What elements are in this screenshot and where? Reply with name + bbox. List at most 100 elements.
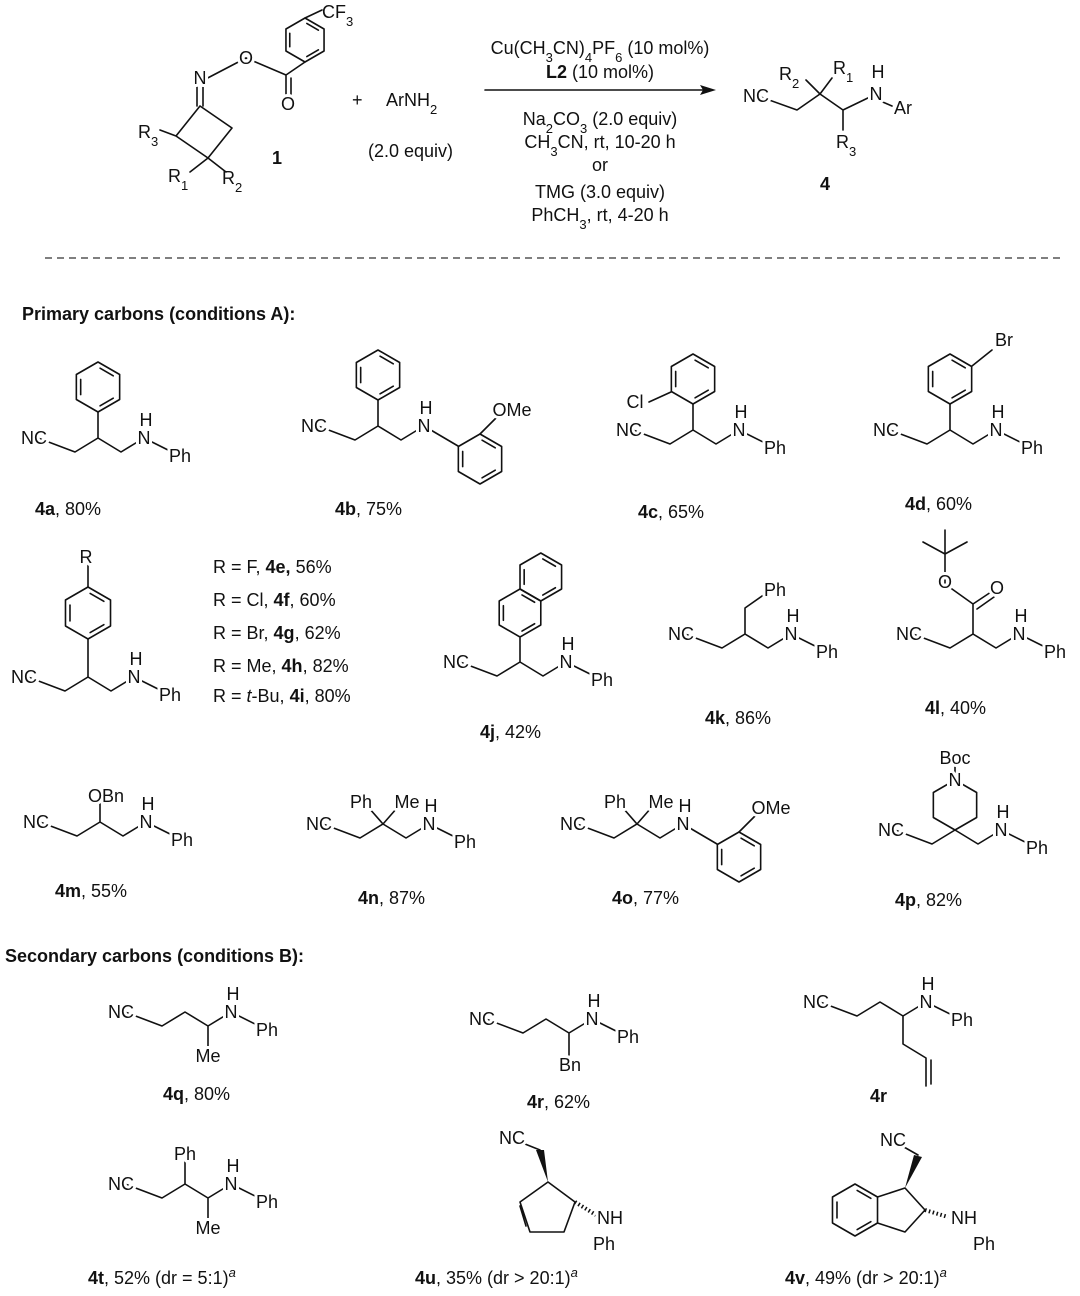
atom-label: H [227, 1156, 240, 1176]
bond [485, 1018, 625, 1056]
aromatic-double-bond [856, 1220, 872, 1231]
atom-label: Ph [604, 792, 626, 812]
bond [576, 807, 756, 845]
arrow-head-icon [700, 85, 716, 95]
condition-base-b: TMG (3.0 equiv) [535, 182, 665, 202]
atom-label: NC [11, 667, 37, 687]
ring-bonds [64, 586, 112, 640]
section-secondary: Secondary carbons (conditions B): [5, 946, 304, 966]
aromatic-double-bond [306, 49, 320, 58]
atom-label: N [423, 814, 436, 834]
condition-solvent-a: CH3CN, rt, 10-20 h [524, 132, 675, 159]
atom-label: Ph [454, 832, 476, 852]
atom-label: N [733, 420, 746, 440]
atom-label: Ph [256, 1020, 278, 1040]
double-bond [196, 85, 204, 107]
bond [514, 1139, 576, 1233]
atom-label: Ph [764, 580, 786, 600]
atom-label: O [281, 94, 295, 114]
naphthalene-ring [519, 552, 563, 602]
r-list-item: R = F, 4e, 56% [213, 557, 332, 577]
atom-label: Ph [816, 642, 838, 662]
atom-label: H [425, 796, 438, 816]
aromatic-double-bond [89, 623, 105, 634]
aromatic-double-bond [951, 359, 967, 369]
atom-label: H [1015, 606, 1028, 626]
atom-label: Ph [159, 685, 181, 705]
atom-label: Br [995, 330, 1013, 350]
wedge-bond [905, 1155, 922, 1188]
r1-label: R1 [833, 58, 853, 85]
compound-label: 4v, 49% (dr > 20:1)a [785, 1265, 947, 1289]
ring-bonds [831, 1183, 879, 1237]
atom-label: NC [108, 1002, 134, 1022]
compound-label: 4k, 86% [705, 708, 771, 728]
aromatic-double-bond [89, 592, 105, 603]
bond [912, 529, 1052, 651]
wedge-bond [536, 1150, 548, 1182]
plus-sign: + [352, 90, 363, 110]
atom-label: OMe [751, 798, 790, 818]
r1-label: R1 [168, 166, 188, 193]
atom-label: Ph [764, 438, 786, 458]
compound-4p: NC H N Ph N Boc [875, 745, 1051, 861]
aromatic-double-bond [481, 439, 497, 449]
atom-label: Me [648, 792, 673, 812]
benzene-ring [927, 353, 973, 405]
aromatic-double-bond [99, 367, 115, 377]
atom-label: H [140, 410, 153, 430]
atom-label: H [992, 402, 1005, 422]
aromatic-double-bond [541, 586, 557, 596]
atom-label: NC [560, 814, 586, 834]
atom-label: H [588, 991, 601, 1011]
atom-label: Me [195, 1218, 220, 1238]
compound-label: 4r, 62% [527, 1092, 590, 1112]
atom-label: NH [597, 1208, 623, 1228]
compound-4t: NC H N Ph Ph Me [105, 1141, 281, 1241]
atom-label: Me [195, 1046, 220, 1066]
atom-label: Ph [169, 446, 191, 466]
atom-label: Me [394, 792, 419, 812]
aromatic-double-bond [694, 389, 710, 399]
atom-label: NC [306, 814, 332, 834]
condition-base-a: Na2CO3 (2.0 equiv) [523, 109, 678, 136]
ring-bonds [355, 349, 401, 401]
atom-label: Bn [559, 1055, 581, 1075]
ring-bonds [457, 433, 503, 485]
cyclobutane-ring [159, 105, 233, 173]
atom-label: N [586, 1009, 599, 1029]
benzene-ring [670, 353, 716, 405]
aromatic-double-bond [306, 22, 320, 31]
bond [124, 1161, 264, 1221]
benzene-ring [716, 831, 762, 883]
bond [894, 763, 1034, 847]
bond [757, 77, 893, 131]
atom-label: Ph [593, 1234, 615, 1254]
aromatic-double-bond [481, 469, 497, 479]
atom-label: NC [743, 86, 769, 106]
bond [684, 593, 824, 651]
atom-label: Ph [591, 670, 613, 690]
atom-label: Ph [1044, 642, 1066, 662]
atom-label: NC [108, 1174, 134, 1194]
compound-label: 4t, 52% (dr = 5:1)a [88, 1265, 236, 1289]
compound-4n: NC H N Ph Ph Me [303, 789, 479, 855]
atom-label: N [1013, 624, 1026, 644]
atom-label: H [420, 398, 433, 418]
naphthalene-ring [498, 588, 542, 638]
bond [819, 1001, 959, 1087]
atom-label: N [870, 84, 883, 104]
atom-label: Ph [256, 1192, 278, 1212]
ring-bonds [285, 17, 325, 63]
atom-label: Ph [1021, 438, 1043, 458]
cf3-label: CF3 [322, 2, 353, 29]
atom-label: N [128, 667, 141, 687]
compound-4j: NC H N Ph [440, 552, 616, 693]
compound-4q: NC H N Ph Me [105, 981, 281, 1069]
atom-label: Ph [617, 1027, 639, 1047]
hashed-bond [924, 1208, 949, 1219]
atom-label: NC [23, 812, 49, 832]
atom-label: OBn [88, 786, 124, 806]
aromatic-double-bond [99, 397, 115, 407]
